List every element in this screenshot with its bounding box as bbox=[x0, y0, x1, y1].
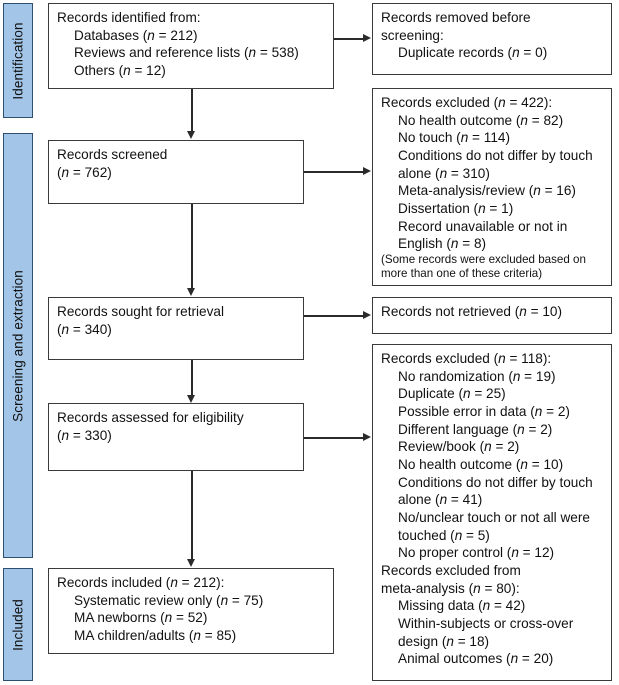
excluded-screening-item-no-touch: No touch (n = 114) bbox=[398, 130, 510, 146]
stage-bar-identification: Identification bbox=[3, 3, 33, 118]
records-sought-count: (n = 340) bbox=[57, 321, 112, 337]
excluded-meta-analysis-title-line2: meta-analysis (n = 80): bbox=[381, 580, 520, 596]
connector-sought-to-assessed-line bbox=[191, 360, 193, 396]
excluded-eligibility-item-possible-error: Possible error in data (n = 2) bbox=[398, 404, 570, 420]
records-identified-item-reviews: Reviews and reference lists (n = 538) bbox=[74, 45, 299, 61]
records-included-item-systematic-review: Systematic review only (n = 75) bbox=[74, 592, 264, 608]
excluded-eligibility-item-review-book: Review/book (n = 2) bbox=[398, 439, 520, 455]
connector-assessed-to-included-arrow bbox=[187, 559, 195, 567]
removed-before-screening-item-duplicate: Duplicate records (n = 0) bbox=[398, 45, 548, 61]
connector-screened-to-excluded-line bbox=[304, 171, 364, 173]
excluded-screening-item-dissertation: Dissertation (n = 1) bbox=[398, 201, 514, 217]
excluded-meta-analysis-item-within-subjects: Within-subjects or cross-over design (n … bbox=[398, 616, 574, 649]
connector-identified-to-removed-line bbox=[334, 38, 364, 40]
records-included-item-ma-newborns: MA newborns (n = 52) bbox=[74, 610, 208, 626]
box-records-screened: Records screened (n = 762) bbox=[48, 140, 304, 204]
records-identified-title: Records identified from: bbox=[57, 10, 201, 25]
connector-screened-to-sought-line bbox=[191, 204, 193, 289]
records-screened-label: Records screened bbox=[57, 147, 168, 162]
connector-sought-to-not-retrieved-arrow bbox=[363, 311, 371, 319]
records-screened-count: (n = 762) bbox=[57, 164, 112, 180]
records-assessed-label: Records assessed for eligibility bbox=[57, 410, 244, 425]
stage-bar-screening-extraction: Screening and extraction bbox=[3, 133, 33, 558]
excluded-meta-analysis-item-animal-outcomes: Animal outcomes (n = 20) bbox=[398, 651, 554, 667]
records-included-item-ma-children-adults: MA children/adults (n = 85) bbox=[74, 628, 237, 644]
excluded-eligibility-item-conditions-no-differ: Conditions do not differ by touch alone … bbox=[398, 474, 593, 508]
connector-sought-to-not-retrieved-line bbox=[304, 315, 364, 317]
excluded-screening-title: Records excluded (n = 422): bbox=[381, 95, 553, 110]
connector-identified-to-screened-arrow bbox=[187, 131, 195, 139]
records-identified-item-others: Others (n = 12) bbox=[74, 63, 166, 79]
excluded-screening-note: (Some records were excluded based on mor… bbox=[381, 253, 586, 281]
excluded-screening-item-conditions-no-differ: Conditions do not differ by touch alone … bbox=[398, 148, 593, 181]
excluded-eligibility-item-no-health-outcome: No health outcome (n = 10) bbox=[398, 457, 564, 473]
excluded-screening-item-no-health-outcome: No health outcome (n = 82) bbox=[398, 112, 564, 128]
connector-screened-to-sought-arrow bbox=[187, 288, 195, 296]
records-included-title: Records included (n = 212): bbox=[57, 575, 225, 590]
stage-label-screening-extraction: Screening and extraction bbox=[10, 269, 26, 422]
excluded-meta-analysis-item-missing-data: Missing data (n = 42) bbox=[398, 598, 526, 614]
connector-assessed-to-excluded-arrow bbox=[363, 433, 371, 441]
excluded-screening-item-record-unavailable: Record unavailable or not in English (n … bbox=[398, 218, 568, 252]
records-sought-label: Records sought for retrieval bbox=[57, 304, 224, 319]
box-records-removed-before-screening: Records removed before screening: Duplic… bbox=[372, 3, 612, 75]
excluded-eligibility-item-duplicate: Duplicate (n = 25) bbox=[398, 386, 506, 402]
stage-label-included: Included bbox=[10, 598, 26, 651]
connector-identified-to-screened-line bbox=[191, 89, 193, 132]
excluded-eligibility-item-no-randomization: No randomization (n = 19) bbox=[398, 368, 556, 384]
box-records-identified: Records identified from: Databases (n = … bbox=[48, 3, 334, 89]
connector-identified-to-removed-arrow bbox=[363, 34, 371, 42]
stage-label-identification: Identification bbox=[10, 21, 26, 100]
box-records-excluded-screening: Records excluded (n = 422): No health ou… bbox=[372, 88, 612, 286]
records-identified-item-databases: Databases (n = 212) bbox=[74, 27, 198, 43]
connector-assessed-to-included-line bbox=[191, 471, 193, 560]
connector-assessed-to-excluded-line bbox=[304, 437, 364, 439]
records-not-retrieved-label: Records not retrieved (n = 10) bbox=[381, 304, 562, 319]
excluded-screening-item-meta-analysis-review: Meta-analysis/review (n = 16) bbox=[398, 183, 576, 199]
connector-screened-to-excluded-arrow bbox=[363, 167, 371, 175]
box-records-excluded-eligibility: Records excluded (n = 118): No randomiza… bbox=[372, 344, 612, 681]
box-records-included: Records included (n = 212): Systematic r… bbox=[48, 568, 334, 654]
excluded-eligibility-item-different-language: Different language (n = 2) bbox=[398, 421, 553, 437]
box-records-not-retrieved: Records not retrieved (n = 10) bbox=[372, 297, 612, 334]
records-assessed-count: (n = 330) bbox=[57, 427, 112, 443]
removed-before-screening-title-line1: Records removed before bbox=[381, 10, 531, 25]
excluded-eligibility-title: Records excluded (n = 118): bbox=[381, 351, 552, 366]
stage-bar-included: Included bbox=[3, 568, 33, 681]
connector-sought-to-assessed-arrow bbox=[187, 395, 195, 403]
box-records-sought-retrieval: Records sought for retrieval (n = 340) bbox=[48, 297, 304, 360]
removed-before-screening-title-line2: screening: bbox=[381, 27, 444, 43]
excluded-eligibility-item-no-proper-control: No proper control (n = 12) bbox=[398, 545, 555, 561]
excluded-eligibility-item-no-unclear-touch: No/unclear touch or not all were touched… bbox=[398, 510, 590, 543]
box-records-assessed-eligibility: Records assessed for eligibility (n = 33… bbox=[48, 403, 304, 471]
excluded-meta-analysis-title-line1: Records excluded from bbox=[381, 563, 521, 579]
